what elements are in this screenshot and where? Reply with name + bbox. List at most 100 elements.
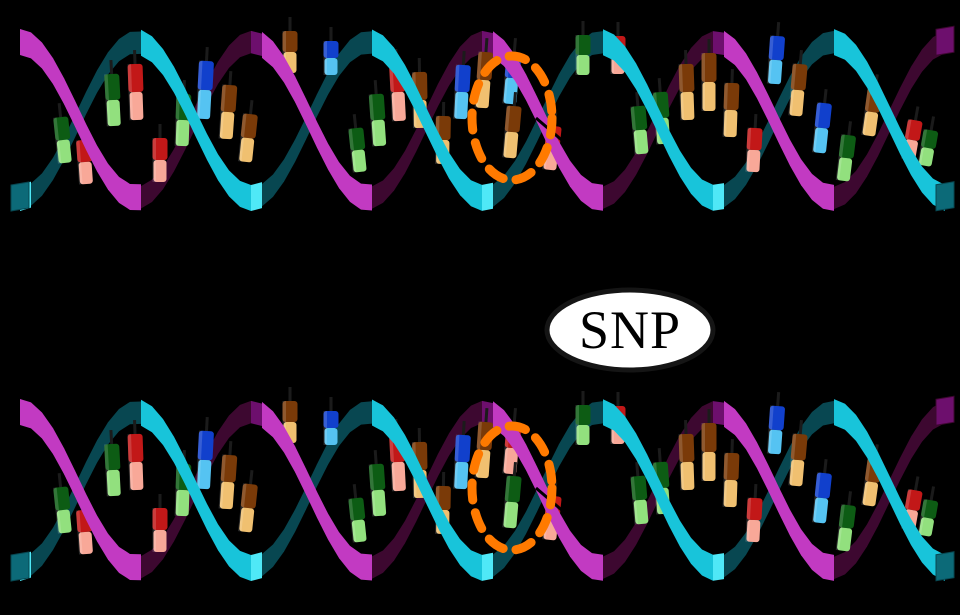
base-stem (512, 408, 517, 424)
base-stem (373, 79, 378, 96)
base-specular (575, 405, 579, 445)
cyan-ribbon-facet (559, 55, 570, 97)
base-half-light (918, 147, 934, 167)
base-specular (575, 35, 579, 75)
cyan-ribbon-facet (735, 162, 746, 200)
base-half-light (680, 91, 695, 121)
base-specular (453, 64, 460, 119)
base-half-dark (454, 434, 471, 463)
base-specular (630, 106, 639, 155)
base-pair (917, 116, 939, 167)
base-half-dark (630, 475, 648, 501)
base-half-dark (152, 508, 168, 530)
base-pair (323, 27, 339, 75)
magenta-ribbon-facet (746, 53, 757, 99)
cyan-ribbon-facet (130, 31, 141, 55)
magenta-ribbon-facet (317, 491, 328, 540)
snp-base-pair (502, 92, 522, 159)
base-stem (684, 419, 688, 436)
cyan-ribbon-facet (372, 29, 383, 62)
cyan-ribbon-facet (867, 431, 878, 479)
magenta-ribbon-facet (790, 139, 801, 186)
magenta-ribbon-facet (218, 45, 229, 84)
base-half-light (633, 129, 649, 155)
base-stem (57, 103, 63, 119)
magenta-ribbon-facet (31, 32, 42, 69)
base-stem (133, 49, 137, 66)
magenta-ribbon-facet (867, 133, 878, 177)
base-half-dark (814, 102, 832, 129)
magenta-ribbon-facet (251, 400, 262, 427)
cyan-ribbon-facet (207, 133, 218, 181)
magenta-ribbon-facet (823, 182, 834, 211)
magenta-ribbon-facet (361, 553, 372, 581)
base-specular (348, 128, 357, 173)
magenta-ribbon-facet (218, 415, 229, 454)
base-half-light (351, 149, 367, 173)
base-specular (722, 452, 728, 507)
base-pair (104, 429, 121, 497)
cyan-ribbon-facet (900, 127, 911, 176)
base-half-dark (282, 401, 298, 422)
cyan-ribbon-facet (658, 107, 669, 156)
magenta-ribbon-facet (768, 94, 779, 144)
base-pair (238, 100, 258, 163)
base-pair (835, 121, 856, 182)
base-stem (512, 92, 517, 108)
base-stem (913, 476, 920, 492)
base-half-dark (435, 485, 451, 511)
base-stem (248, 100, 254, 116)
base-specular (811, 102, 821, 153)
dna-helix-top (10, 17, 955, 212)
cyan-ribbon-facet (504, 530, 515, 569)
base-half-light (862, 481, 879, 507)
cyan-ribbon-facet (416, 456, 427, 506)
base-specular (348, 498, 357, 543)
base-specular (745, 497, 752, 542)
base-stem (352, 114, 358, 130)
cyan-ribbon-facet (427, 479, 438, 528)
magenta-ribbon-facet (273, 41, 284, 83)
base-half-light (789, 89, 805, 117)
magenta-ribbon-facet (75, 100, 86, 150)
cyan-ribbon-facet (812, 33, 823, 65)
magenta-ribbon-facet (834, 182, 845, 210)
base-pair (788, 50, 808, 117)
magenta-ribbon-facet (262, 401, 273, 438)
base-specular (152, 508, 156, 552)
cyan-ribbon-end-cap-left (10, 181, 30, 212)
cyan-ribbon-facet (680, 150, 691, 194)
magenta-ribbon-end-cap-right (935, 395, 955, 426)
base-specular (323, 411, 327, 445)
base-stem (776, 21, 781, 38)
base-specular (861, 457, 872, 506)
magenta-ribbon-facet (130, 553, 141, 581)
base-pair (811, 89, 832, 154)
cyan-ribbon-facet (922, 536, 933, 575)
base-half-dark (905, 119, 923, 141)
cyan-ribbon-facet (295, 117, 306, 163)
base-half-light (768, 59, 783, 85)
magenta-ribbon-facet (97, 145, 108, 190)
base-pair (745, 113, 763, 173)
magenta-ribbon-facet (537, 96, 548, 146)
magenta-ribbon-facet (669, 435, 680, 479)
magenta-ribbon-facet (449, 46, 460, 86)
cyan-ribbon-facet (680, 520, 691, 564)
cyan-ribbon-facet (229, 540, 240, 577)
base-stem (753, 483, 758, 500)
base-specular (127, 64, 133, 121)
base-pair (323, 397, 339, 445)
base-half-dark (630, 105, 648, 131)
magenta-ribbon-facet (108, 533, 119, 573)
cyan-ribbon-facet (218, 154, 229, 197)
base-half-light (702, 82, 716, 111)
cyan-ribbon-facet (361, 31, 372, 55)
cyan-ribbon-facet (42, 527, 53, 566)
magenta-ribbon-facet (20, 29, 31, 59)
base-half-dark (838, 504, 856, 529)
cyan-ribbon-facet (438, 501, 449, 549)
base-specular (502, 475, 511, 528)
cyan-ribbon-facet (119, 31, 130, 62)
base-half-dark (723, 82, 740, 111)
